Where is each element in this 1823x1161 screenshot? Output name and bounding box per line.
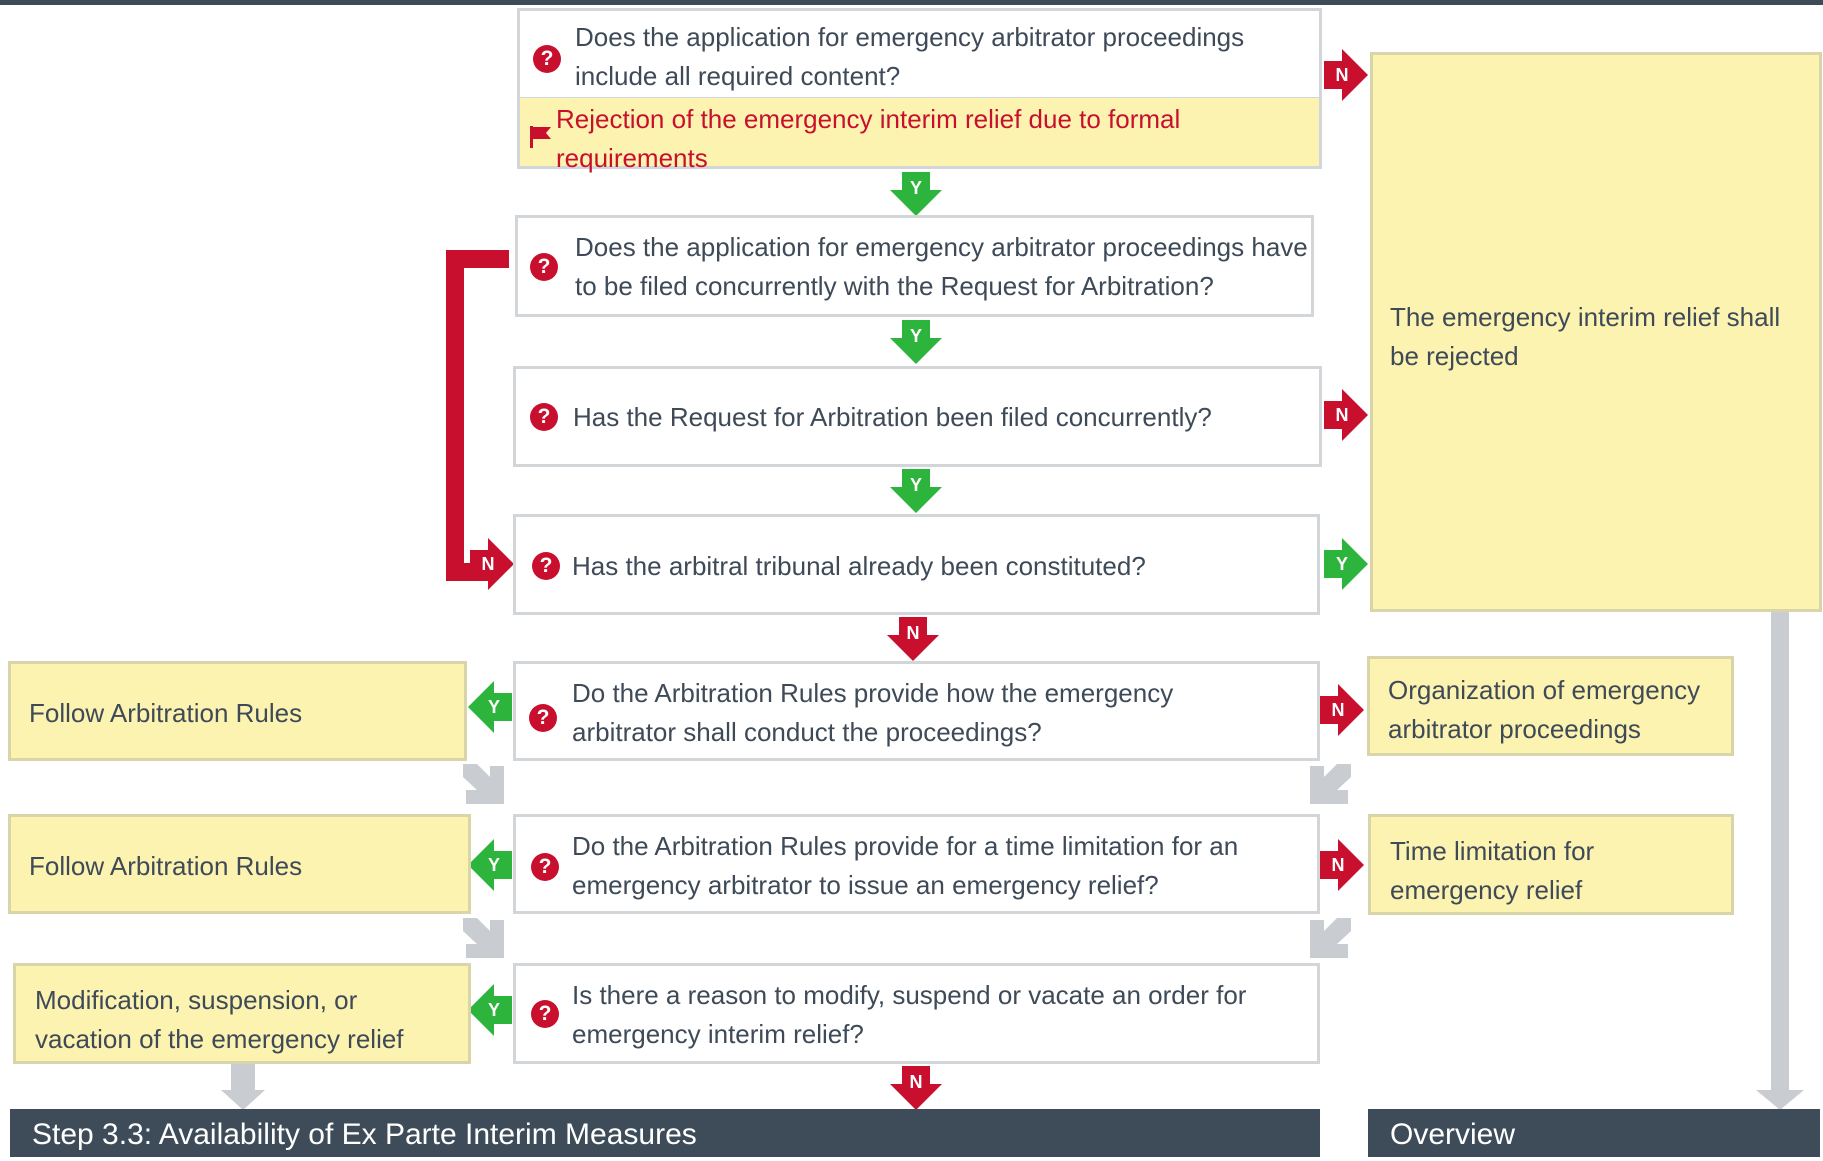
outcome-follow-rules[interactable]: Follow Arbitration Rules — [8, 814, 471, 914]
grey-diagonal-arrow — [463, 764, 504, 804]
arrow-label: Y — [910, 326, 922, 346]
grey-flow-line — [231, 1062, 255, 1090]
yes-arrow: Y — [890, 172, 942, 216]
grey-flow-arrowhead — [1756, 1090, 1804, 1110]
next-step-label: Step 3.3: Availability of Ex Parte Inter… — [32, 1118, 697, 1151]
question-text: Has the Request for Arbitration been fil… — [573, 402, 1212, 432]
arrow-label: N — [1336, 405, 1349, 425]
question-box-q3[interactable]: ? Has the Request for Arbitration been f… — [513, 366, 1322, 467]
arrow-label: Y — [488, 1000, 500, 1020]
no-arrow: N — [470, 538, 514, 590]
arrow-label: N — [1336, 65, 1349, 85]
question-text: Is there a reason to modify, suspend or … — [572, 980, 1247, 1049]
overview-label: Overview — [1390, 1118, 1516, 1151]
grey-diagonal-arrow — [1310, 918, 1351, 958]
outcome-text: Follow Arbitration Rules — [29, 698, 303, 728]
no-arrow: N — [1324, 49, 1368, 101]
question-circle-icon: ? — [531, 853, 559, 881]
question-circle-icon: ? — [529, 704, 557, 732]
question-box-q4[interactable]: ? Has the arbitral tribunal already been… — [513, 514, 1320, 615]
question-circle-icon: ? — [532, 552, 560, 580]
question-text: Does the application for emergency arbit… — [575, 22, 1245, 91]
question-text: Has the arbitral tribunal already been c… — [572, 551, 1146, 581]
outcome-organization[interactable]: Organization of emergency arbitrator pro… — [1367, 656, 1734, 756]
warning-text: Rejection of the emergency interim relie… — [556, 104, 1181, 173]
outcome-text: Time limitation for emergency relief — [1390, 836, 1595, 905]
question-box-q6[interactable]: ? Do the Arbitration Rules provide for a… — [513, 814, 1320, 914]
arrow-label: Y — [1336, 554, 1348, 574]
no-arrow: N — [887, 617, 939, 661]
yes-arrow: Y — [468, 984, 512, 1036]
arrow-label: Y — [488, 697, 500, 717]
no-arrow: N — [1320, 684, 1364, 736]
overview-link[interactable]: Overview — [1368, 1109, 1820, 1157]
no-arrow: N — [1324, 389, 1368, 441]
flag-icon — [530, 126, 551, 148]
top-bar — [0, 0, 1823, 5]
next-step-link[interactable]: Step 3.3: Availability of Ex Parte Inter… — [10, 1109, 1320, 1157]
grey-flow-arrowhead — [221, 1090, 265, 1110]
question-box-q2[interactable]: ? Does the application for emergency arb… — [515, 215, 1314, 317]
question-text: Do the Arbitration Rules provide how the… — [572, 678, 1174, 747]
question-text: Does the application for emergency arbit… — [575, 232, 1308, 301]
arrow-label: N — [910, 1072, 923, 1092]
question-box-q1[interactable]: ? Does the application for emergency arb… — [517, 8, 1322, 100]
arrow-label: Y — [910, 178, 922, 198]
bracket-connector — [446, 250, 509, 581]
yes-arrow: Y — [890, 320, 942, 364]
yes-arrow: Y — [468, 839, 512, 891]
arrow-label: N — [482, 554, 495, 574]
outcome-text: The emergency interim relief shall be re… — [1390, 302, 1781, 371]
arrow-label: N — [907, 623, 920, 643]
outcome-time-limitation[interactable]: Time limitation for emergency relief — [1368, 814, 1734, 915]
yes-arrow: Y — [1324, 538, 1368, 590]
yes-arrow: Y — [468, 681, 512, 733]
warning-box: Rejection of the emergency interim relie… — [517, 98, 1322, 173]
question-box-q5[interactable]: ? Do the Arbitration Rules provide how t… — [513, 661, 1320, 761]
grey-diagonal-arrow — [463, 918, 504, 958]
question-circle-icon: ? — [530, 253, 558, 281]
question-circle-icon: ? — [533, 45, 561, 73]
no-arrow: N — [1320, 839, 1364, 891]
no-arrow: N — [890, 1066, 942, 1110]
outcome-modification[interactable]: Modification, suspension, or vacation of… — [13, 963, 471, 1064]
outcome-text: Modification, suspension, or vacation of… — [35, 985, 404, 1054]
question-box-q7[interactable]: ? Is there a reason to modify, suspend o… — [513, 963, 1320, 1064]
question-circle-icon: ? — [530, 403, 558, 431]
arrow-label: N — [1332, 700, 1345, 720]
arrow-label: N — [1332, 855, 1345, 875]
arrow-label: Y — [488, 855, 500, 875]
yes-arrow: Y — [890, 469, 942, 513]
question-circle-icon: ? — [531, 1000, 559, 1028]
question-text: Do the Arbitration Rules provide for a t… — [572, 831, 1239, 900]
outcome-text: Organization of emergency arbitrator pro… — [1388, 675, 1701, 744]
outcome-text: Follow Arbitration Rules — [29, 851, 303, 881]
outcome-rejected[interactable]: The emergency interim relief shall be re… — [1370, 52, 1822, 612]
grey-diagonal-arrow — [1310, 764, 1351, 804]
outcome-follow-rules[interactable]: Follow Arbitration Rules — [8, 661, 467, 761]
arrow-label: Y — [910, 475, 922, 495]
grey-flow-line — [1771, 612, 1789, 1092]
